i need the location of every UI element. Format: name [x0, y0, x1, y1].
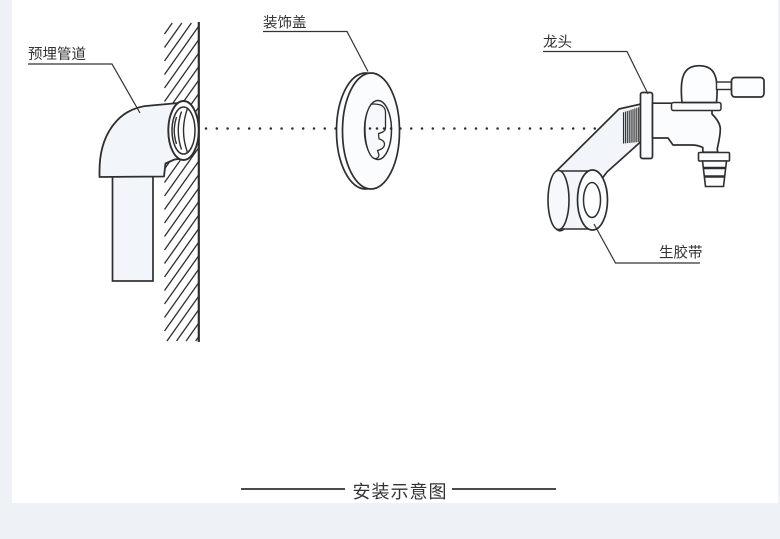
label-embedded-pipe: 预埋管道	[28, 46, 86, 63]
handle-stem	[715, 81, 733, 91]
faucet-body	[651, 102, 722, 154]
installation-title: 安装示意图	[352, 482, 448, 502]
pipe-end-thread-arcs	[173, 108, 189, 153]
leader-faucet	[543, 50, 649, 95]
hose-barb	[701, 160, 728, 188]
label-thread-seal-tape: 生胶带	[659, 245, 703, 262]
wall-flange	[639, 91, 654, 160]
dotted-line-through-hole	[368, 127, 393, 130]
arm-end-cap	[547, 169, 570, 231]
hose-barb-ribs	[703, 166, 726, 178]
faucet-bonnet-collar	[670, 101, 722, 112]
label-decorative-cover: 装饰盖	[263, 15, 307, 32]
spout-collar	[697, 151, 731, 162]
dotted-alignment-line	[204, 127, 597, 130]
handle-knob	[730, 76, 765, 98]
embedded-pipe-vertical	[111, 175, 154, 282]
leader-embedded-pipe	[28, 63, 141, 114]
faucet-handle-cap	[680, 64, 718, 104]
cover-hole-profile	[364, 103, 387, 160]
leader-decorative-cover	[263, 30, 369, 72]
title-rule-left	[241, 488, 345, 490]
leader-thread-seal-tape	[593, 223, 700, 264]
label-faucet: 龙头	[543, 34, 572, 51]
tape-cylinder-edges	[558, 170, 593, 230]
thread-shank-hatch	[622, 107, 640, 144]
diagram-canvas-svg: 预埋管道 装饰盖 龙头 生胶带	[12, 0, 778, 503]
tape-roll-hole	[582, 181, 602, 219]
title-rule-right	[452, 488, 556, 490]
